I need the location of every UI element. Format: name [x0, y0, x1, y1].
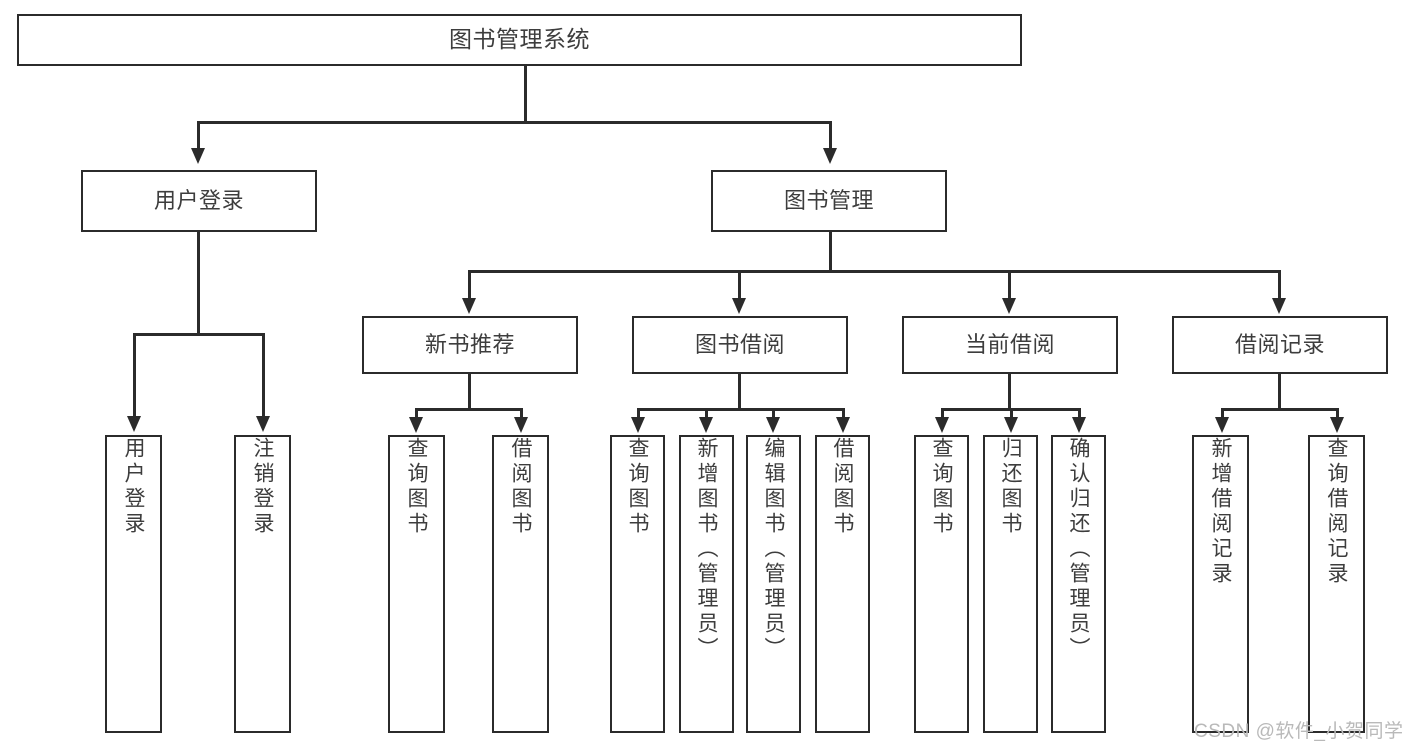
arrow-cb-leaf2: [1004, 417, 1018, 433]
edge-cb-leaf3: [1078, 408, 1081, 420]
arrow-to-borrow-record: [1272, 298, 1286, 314]
leaf-bb-borrow-book[interactable]: 借阅图书: [815, 435, 870, 733]
arrow-bb-leaf3: [766, 417, 780, 433]
edge-book-management-bus: [468, 270, 1280, 273]
arrow-user-login-leaf1: [127, 416, 141, 432]
node-label: 查询图书: [930, 437, 953, 537]
node-label: 当前借阅: [964, 332, 1055, 358]
edge-br-leaf2: [1336, 408, 1339, 420]
leaf-nbr-borrow-book[interactable]: 借阅图书: [492, 435, 549, 733]
watermark-text: CSDN @软件_小贺同学: [1194, 721, 1404, 742]
node-label: 借阅图书: [509, 437, 532, 537]
edge-root-stem: [524, 66, 527, 123]
node-label: 图书管理: [783, 188, 874, 214]
node-label: 图书借阅: [694, 332, 785, 358]
edge-root-bus: [197, 121, 831, 124]
arrow-nbr-leaf2: [514, 417, 528, 433]
edge-bb-bus: [637, 408, 844, 411]
node-current-borrow[interactable]: 当前借阅: [902, 316, 1118, 374]
node-root-book-management-system[interactable]: 图书管理系统: [17, 14, 1022, 66]
edge-user-login-stem: [197, 232, 200, 335]
leaf-cb-return-book[interactable]: 归还图书: [983, 435, 1038, 733]
edge-nbr-stem: [468, 374, 471, 410]
edge-cb-leaf1: [941, 408, 944, 420]
edge-root-to-user-login: [197, 121, 200, 151]
arrow-bb-leaf1: [631, 417, 645, 433]
leaf-bb-query-book[interactable]: 查询图书: [610, 435, 665, 733]
edge-bb-leaf4: [842, 408, 845, 420]
edge-nbr-leaf1: [415, 408, 418, 420]
node-label: 编辑图书（管理员）: [762, 437, 785, 662]
leaf-nbr-query-book[interactable]: 查询图书: [388, 435, 445, 733]
leaf-bb-edit-book-admin[interactable]: 编辑图书（管理员）: [746, 435, 801, 733]
node-label: 查询图书: [626, 437, 649, 537]
arrow-to-book-borrow: [732, 298, 746, 314]
arrow-bb-leaf2: [699, 417, 713, 433]
leaf-user-login[interactable]: 用户登录: [105, 435, 162, 733]
arrow-to-user-login: [191, 148, 205, 164]
node-label: 查询图书: [405, 437, 428, 537]
edge-user-login-leaf2: [262, 333, 265, 419]
node-label: 新书推荐: [424, 332, 515, 358]
edge-root-to-book-management: [829, 121, 832, 151]
edge-bm-to-book-borrow: [738, 270, 741, 301]
node-label: 图书管理系统: [449, 26, 590, 53]
edge-br-stem: [1278, 374, 1281, 410]
edge-bb-leaf1: [637, 408, 640, 420]
edge-user-login-leaf1: [133, 333, 136, 419]
edge-bb-leaf3: [772, 408, 775, 420]
edge-bb-leaf2: [705, 408, 708, 420]
node-label: 确认归还（管理员）: [1067, 437, 1090, 662]
leaf-cb-query-book[interactable]: 查询图书: [914, 435, 969, 733]
node-book-management[interactable]: 图书管理: [711, 170, 947, 232]
edge-cb-leaf2: [1010, 408, 1013, 420]
edge-bb-stem: [738, 374, 741, 410]
node-label: 用户登录: [153, 188, 244, 214]
arrow-br-leaf2: [1330, 417, 1344, 433]
node-label: 查询借阅记录: [1325, 437, 1348, 587]
edge-nbr-bus: [415, 408, 522, 411]
arrow-to-new-book-recommend: [462, 298, 476, 314]
node-book-borrow[interactable]: 图书借阅: [632, 316, 848, 374]
node-label: 用户登录: [122, 437, 145, 537]
edge-nbr-leaf2: [520, 408, 523, 420]
edge-bm-to-borrow-record: [1278, 270, 1281, 301]
node-borrow-record[interactable]: 借阅记录: [1172, 316, 1388, 374]
edge-bm-to-new-book: [468, 270, 471, 301]
edge-user-login-bus: [133, 333, 264, 336]
node-label: 注销登录: [251, 437, 274, 537]
node-label: 借阅记录: [1234, 332, 1325, 358]
arrow-to-book-management: [823, 148, 837, 164]
leaf-cb-confirm-return-admin[interactable]: 确认归还（管理员）: [1051, 435, 1106, 733]
node-label: 新增借阅记录: [1209, 437, 1232, 587]
arrow-cb-leaf1: [935, 417, 949, 433]
edge-book-management-stem: [829, 232, 832, 272]
edge-br-leaf1: [1221, 408, 1224, 420]
node-label: 新增图书（管理员）: [695, 437, 718, 662]
arrow-nbr-leaf1: [409, 417, 423, 433]
edge-cb-stem: [1008, 374, 1011, 410]
leaf-bb-add-book-admin[interactable]: 新增图书（管理员）: [679, 435, 734, 733]
leaf-user-logout[interactable]: 注销登录: [234, 435, 291, 733]
node-new-book-recommend[interactable]: 新书推荐: [362, 316, 578, 374]
node-label: 借阅图书: [831, 437, 854, 537]
edge-br-bus: [1221, 408, 1338, 411]
edge-bm-to-current-borrow: [1008, 270, 1011, 301]
arrow-user-login-leaf2: [256, 416, 270, 432]
node-user-login[interactable]: 用户登录: [81, 170, 317, 232]
arrow-to-current-borrow: [1002, 298, 1016, 314]
leaf-br-query-record[interactable]: 查询借阅记录: [1308, 435, 1365, 733]
arrow-cb-leaf3: [1072, 417, 1086, 433]
arrow-br-leaf1: [1215, 417, 1229, 433]
leaf-br-add-record[interactable]: 新增借阅记录: [1192, 435, 1249, 733]
node-label: 归还图书: [999, 437, 1022, 537]
arrow-bb-leaf4: [836, 417, 850, 433]
